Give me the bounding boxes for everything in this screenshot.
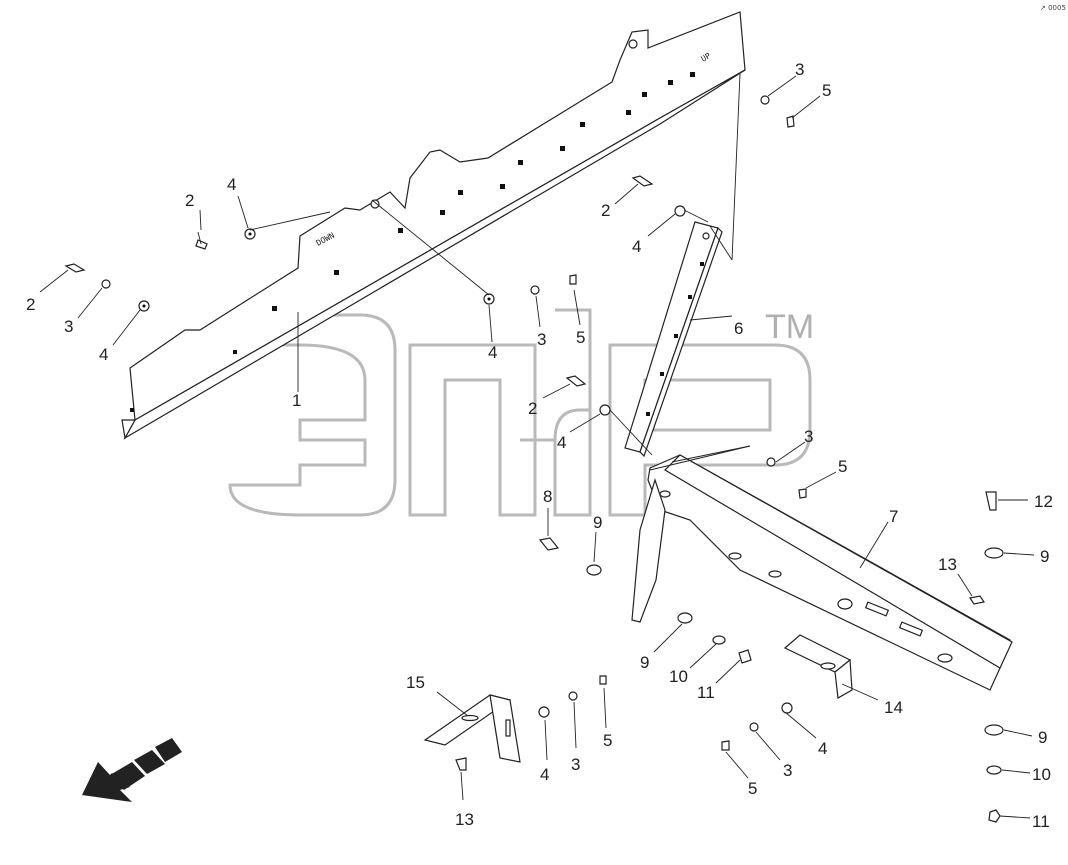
callout-5: 5 <box>576 328 585 347</box>
callout-9: 9 <box>1040 547 1049 566</box>
callout-11: 11 <box>697 683 715 702</box>
callout-15: 15 <box>406 673 425 692</box>
guard-slots <box>130 72 695 412</box>
callout-4: 4 <box>818 739 827 758</box>
callout-3: 3 <box>783 761 792 780</box>
callout-2: 2 <box>528 399 537 418</box>
callout-2: 2 <box>26 295 35 314</box>
callout-12: 12 <box>1034 492 1053 511</box>
callout-4: 4 <box>557 433 566 452</box>
watermark-letter-p <box>408 343 537 517</box>
callout-4: 4 <box>540 765 549 784</box>
callout-labels: 1 2 2 2 2 3 3 3 3 3 3 4 4 4 4 4 4 4 5 5 … <box>26 60 1053 831</box>
callout-3: 3 <box>537 330 546 349</box>
callout-10: 10 <box>669 667 688 686</box>
callout-9: 9 <box>593 513 602 532</box>
callout-14: 14 <box>884 698 903 717</box>
part-7-bracket-arm <box>631 454 1013 691</box>
callout-8: 8 <box>543 487 552 506</box>
callout-3: 3 <box>795 60 804 79</box>
callout-5: 5 <box>603 731 612 750</box>
part-14-angle-bracket <box>783 634 853 699</box>
callout-3: 3 <box>804 427 813 446</box>
callout-7: 7 <box>889 507 898 526</box>
callout-5: 5 <box>748 779 757 798</box>
part-1-side-guard: UP DOWN <box>121 11 746 440</box>
callout-4: 4 <box>488 343 497 362</box>
hardware <box>64 95 1004 823</box>
leader-lines <box>39 73 1035 819</box>
callout-3: 3 <box>64 317 73 336</box>
callout-2: 2 <box>185 191 194 210</box>
callout-11: 11 <box>1032 812 1050 831</box>
watermark-letter-d <box>520 308 592 517</box>
part-15-angle-bracket <box>423 694 521 763</box>
callout-9: 9 <box>1038 728 1047 747</box>
callout-4: 4 <box>99 345 108 364</box>
corner-mark: ↗ 0005 <box>1040 4 1066 12</box>
callout-13: 13 <box>938 555 957 574</box>
callout-1: 1 <box>292 391 301 410</box>
callout-4: 4 <box>632 237 641 256</box>
callout-6: 6 <box>734 319 743 338</box>
callout-5: 5 <box>838 457 847 476</box>
part-6-bracket-plate <box>624 221 723 458</box>
callout-2: 2 <box>601 201 610 220</box>
callout-4: 4 <box>227 175 236 194</box>
embossed-up: UP <box>700 51 713 64</box>
callout-3: 3 <box>571 755 580 774</box>
callout-9: 9 <box>640 653 649 672</box>
direction-arrow-icon <box>82 738 182 802</box>
callout-5: 5 <box>822 81 831 100</box>
watermark-trademark: TM <box>765 308 814 346</box>
callout-10: 10 <box>1032 765 1051 784</box>
callout-13: 13 <box>455 810 474 829</box>
